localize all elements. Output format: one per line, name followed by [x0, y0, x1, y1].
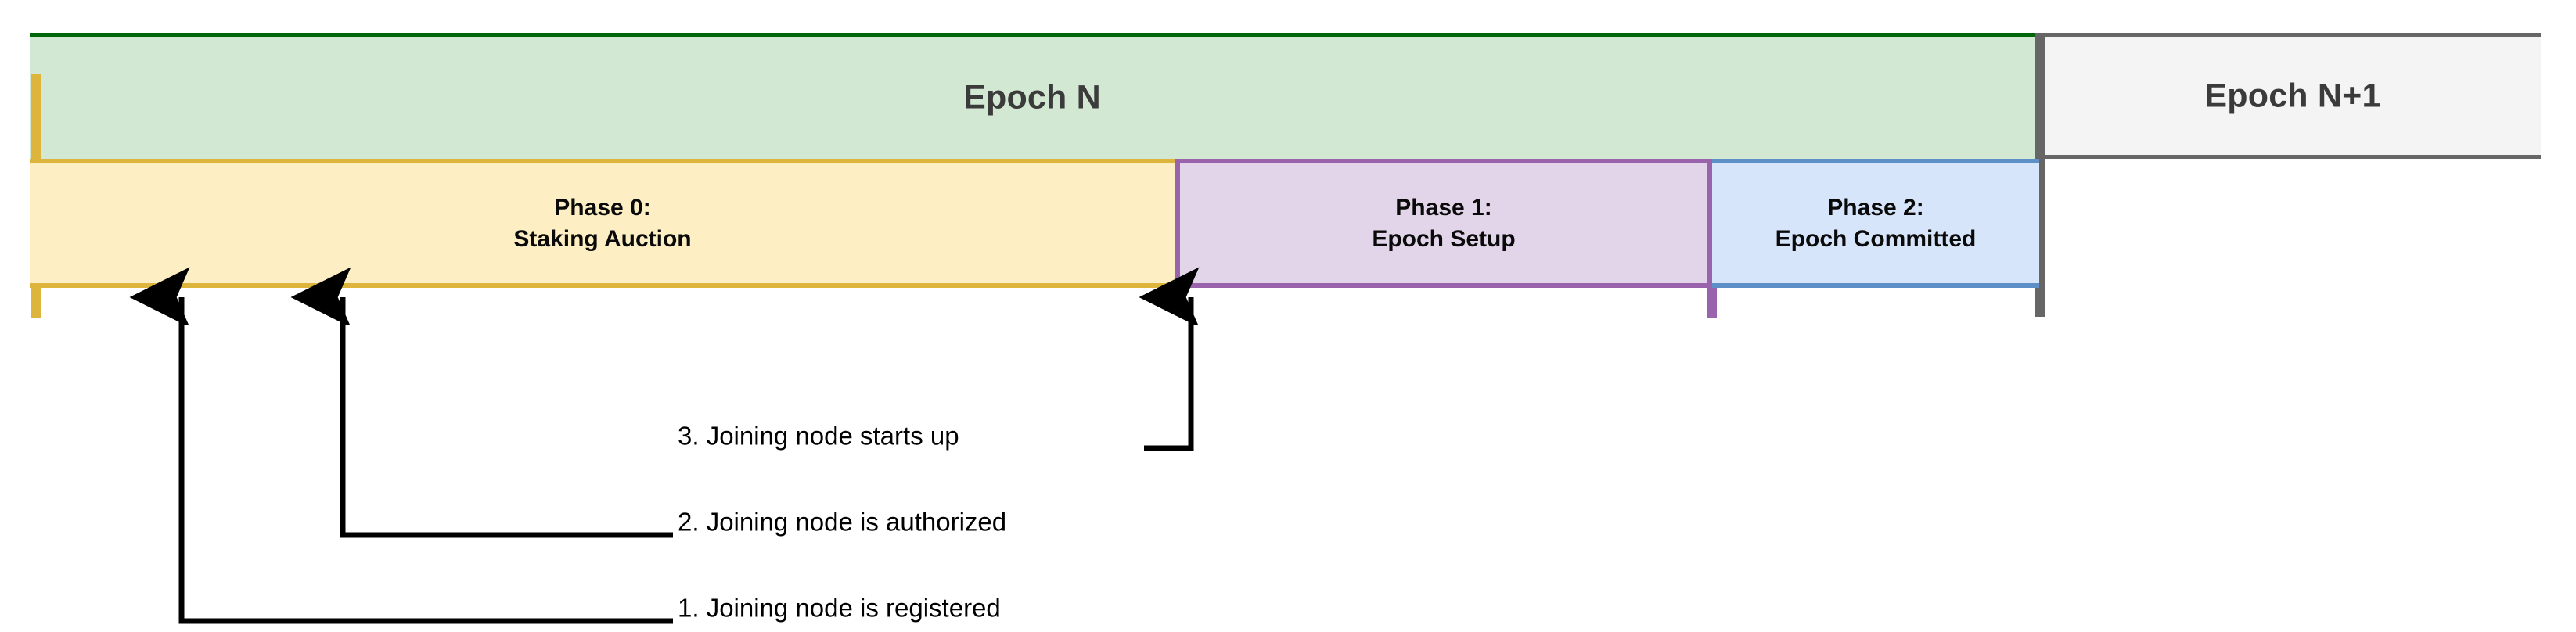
epoch-n-band: Epoch N: [30, 33, 2035, 159]
phase-0-subtitle: Staking Auction: [513, 225, 692, 252]
phase-2-title: Phase 2:: [1827, 194, 1924, 221]
phase-1-subtitle: Epoch Setup: [1372, 225, 1516, 252]
annotation-label-2: 2. Joining node is authorized: [678, 507, 1007, 537]
annotation-label-3: 3. Joining node starts up: [678, 421, 959, 451]
epoch-n-plus-1-band: Epoch N+1: [2045, 33, 2541, 159]
leader-line-2: [343, 297, 673, 538]
epoch-n-plus-1-label: Epoch N+1: [2204, 77, 2381, 114]
phase-1-box: Phase 1: Epoch Setup: [1175, 159, 1712, 288]
leader-line-3: [1144, 297, 1191, 451]
phase-0-box: Phase 0: Staking Auction: [30, 159, 1180, 288]
annotation-label-1: 1. Joining node is registered: [678, 593, 1001, 623]
phase-2-box: Phase 2: Epoch Committed: [1712, 159, 2039, 288]
phase-0-title: Phase 0:: [554, 194, 651, 221]
phase-1-title: Phase 1:: [1395, 194, 1492, 221]
phase-2-subtitle: Epoch Committed: [1775, 225, 1977, 252]
leader-line-1: [182, 297, 673, 624]
epoch-n-label: Epoch N: [963, 78, 1101, 117]
